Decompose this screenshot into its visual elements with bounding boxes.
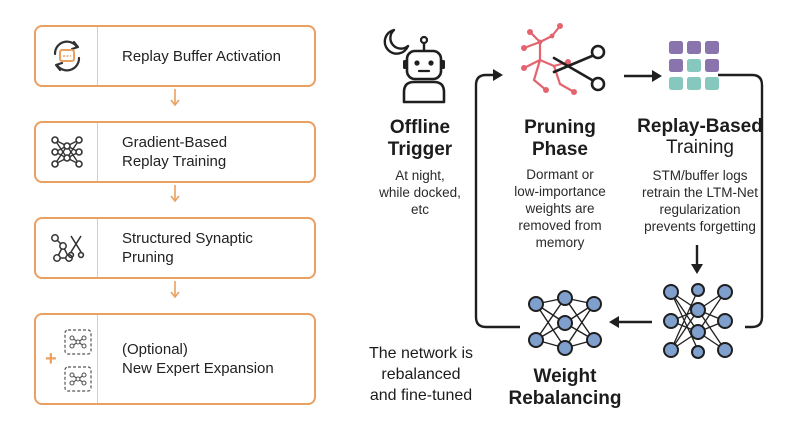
step-label: (Optional) New Expert Expansion <box>122 341 274 377</box>
step-label: Replay Buffer Activation <box>122 47 281 65</box>
buffer-cycle-icon <box>36 27 98 85</box>
step-label: Structured Synaptic Pruning <box>122 230 253 266</box>
network-icon <box>663 283 733 359</box>
pruning-scissors-icon <box>521 23 606 95</box>
step-replay-buffer-activation: Replay Buffer Activation <box>34 25 316 87</box>
step-label: Gradient-Based Replay Training <box>122 134 228 170</box>
step-new-expert-expansion: + (Optional) New Expert Expansion <box>34 313 316 405</box>
step-structured-synaptic-pruning: Structured Synaptic Pruning <box>34 217 316 279</box>
neural-net-icon <box>36 123 98 181</box>
rebalance-note: The network is rebalanced and fine-tuned <box>368 345 474 404</box>
prune-scissors-icon <box>36 219 98 277</box>
down-arrow-icon <box>170 89 180 107</box>
step-gradient-replay-training: Gradient-Based Replay Training <box>34 121 316 183</box>
replay-training-desc: STM/buffer logs retrain the LTM-Net regu… <box>641 168 759 234</box>
down-arrow-icon <box>170 185 180 203</box>
down-arrow-icon <box>170 281 180 299</box>
replay-training-subtitle: Training <box>666 137 734 158</box>
expert-expansion-icon: + <box>36 315 98 403</box>
replay-training-title: Replay-Based <box>637 116 763 137</box>
robot-moon-icon <box>383 28 446 104</box>
offline-trigger-desc: At night, while docked, etc <box>379 168 461 217</box>
offline-trigger-title: Offline Trigger <box>387 117 453 160</box>
weight-rebalancing-title: Weight Rebalancing <box>508 366 622 409</box>
network-icon <box>528 290 602 356</box>
plus-icon: + <box>45 348 57 370</box>
pruning-phase-desc: Dormant or low-importance weights are re… <box>514 167 606 250</box>
memory-grid-icon <box>669 41 719 90</box>
pruning-phase-title: Pruning Phase <box>524 117 596 160</box>
